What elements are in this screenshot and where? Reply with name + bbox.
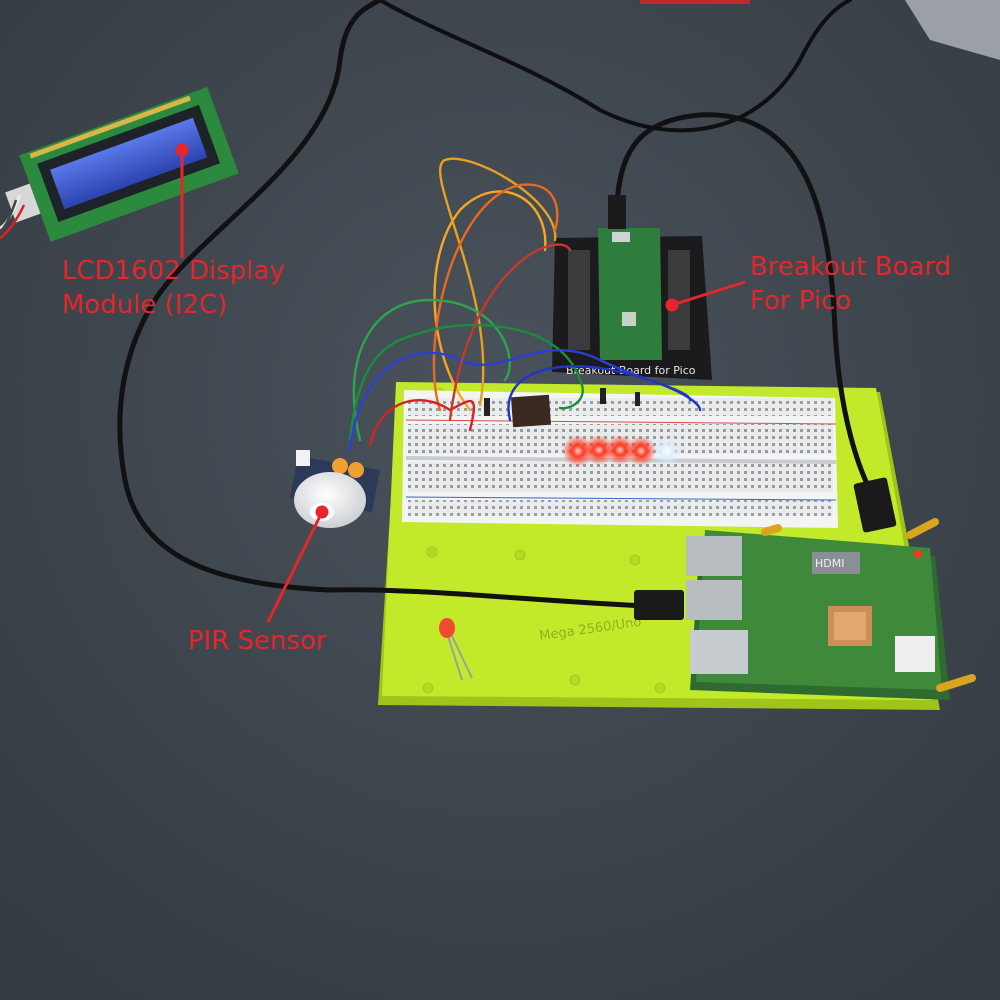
usb-plug-pi bbox=[634, 590, 684, 620]
pir-sensor bbox=[290, 450, 380, 528]
usb-plug-pico bbox=[608, 195, 626, 229]
breakout-leader-line bbox=[671, 280, 746, 307]
led-red-4 bbox=[626, 436, 656, 466]
pir-callout-line1: PIR Sensor bbox=[188, 626, 327, 656]
loose-red-led bbox=[439, 618, 473, 681]
red-strip bbox=[640, 0, 750, 4]
lcd-leader-dot bbox=[175, 143, 189, 157]
pico-breakout-board: Breakout Board for Pico bbox=[552, 228, 712, 380]
lcd-callout-line2: Module (I2C) bbox=[62, 290, 228, 320]
pir-callout-label: PIR Sensor bbox=[188, 624, 327, 658]
hdmi-silk-text: HDMI bbox=[815, 557, 844, 570]
breakout-callout-line2: For Pico bbox=[750, 286, 852, 316]
lcd-callout-line1: LCD1602 Display bbox=[62, 256, 285, 286]
usb-c-plug bbox=[853, 477, 897, 533]
led-red-2 bbox=[584, 435, 614, 465]
display-cable bbox=[378, 0, 852, 133]
lcd-wires bbox=[0, 194, 26, 239]
callout-leaders bbox=[175, 143, 746, 623]
lcd1602-module bbox=[5, 86, 239, 242]
pir-leader-line bbox=[266, 511, 324, 623]
breakout-leader-dot bbox=[665, 298, 679, 312]
led-row bbox=[562, 435, 681, 467]
pir-ic-chip bbox=[510, 394, 552, 428]
breakout-callout-line1: Breakout Board bbox=[750, 252, 952, 282]
pir-leader-dot bbox=[315, 505, 329, 519]
breakout-callout-label: Breakout Board For Pico bbox=[750, 250, 951, 318]
usb-cable-pi bbox=[117, 0, 648, 609]
led-white bbox=[653, 437, 681, 465]
background-equipment bbox=[905, 0, 1000, 60]
lcd-callout-label: LCD1602 Display Module (I2C) bbox=[62, 254, 285, 322]
usb-cable-pico bbox=[614, 112, 873, 493]
raspberry-pi-board: HDMI bbox=[686, 518, 976, 700]
jumper-wires bbox=[348, 157, 702, 452]
